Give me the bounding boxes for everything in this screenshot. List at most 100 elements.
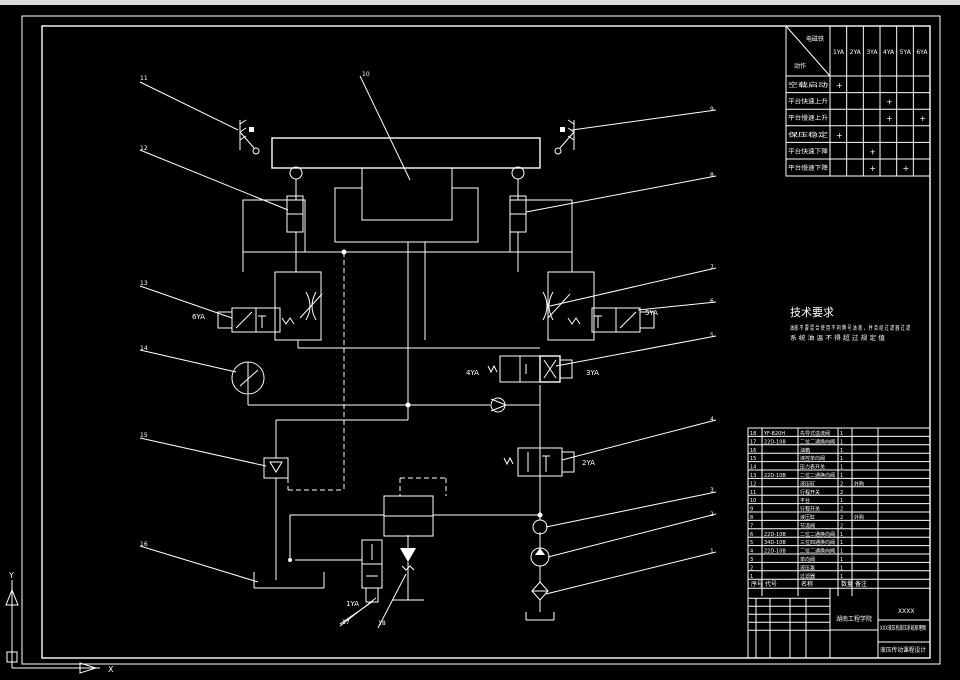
parts-cell-code: 34D-10B [764,540,786,546]
check-valve-3[interactable] [490,397,507,413]
parts-cell-qty: 2 [840,507,843,513]
table-row-action: 空载启动 [788,81,828,89]
throttle-valve-right[interactable] [542,271,595,341]
title-subtitle: 液压传动课程设计 [880,646,926,654]
parts-cell-qty: 2 [840,515,843,521]
pressure-gauge-14[interactable] [231,361,265,395]
table-col-header: 3YA [866,49,878,56]
directional-valve-13[interactable] [217,307,295,333]
parts-cell-no: 17 [750,439,756,445]
parts-cell-no: 18 [750,431,756,437]
parts-cell-no: 9 [750,507,753,513]
directional-valve-5[interactable] [487,355,573,383]
oil-tank[interactable] [253,572,325,589]
directional-valve-17[interactable] [339,539,383,625]
callout-15: 15 [140,432,148,439]
table-mark: + [886,114,893,123]
press-platform[interactable] [271,137,541,169]
table-col-header: 5YA [900,49,912,56]
parts-cell-name: 二位二通换向阀 [800,548,835,555]
technical-requirements: 技术要求 油液 不 要 混 合 使 用 不 同 牌 号 油 液 ， 并 且 经 … [790,306,910,342]
table-mark: + [836,81,843,90]
pump-5-circle[interactable] [532,519,548,535]
parts-cell-name: 二位二通换向阀 [800,438,835,445]
parts-cell-qty: 2 [840,490,843,496]
callout-12: 12 [140,145,148,152]
platform-assembly[interactable] [271,137,541,243]
table-col-header: 4YA [883,49,895,56]
parts-cell-no: 13 [750,473,756,479]
parts-cell-note: 外购 [854,480,864,487]
callout-9: 9 [710,106,714,113]
parts-header-code: 代号 [765,580,777,588]
parts-cell-qty: 1 [840,456,843,462]
parts-cell-no: 7 [750,523,753,529]
parts-cell-no: 2 [750,565,753,571]
tag-1YA: 1YA [346,600,359,608]
parts-cell-name: 二位二通换向阀 [800,531,835,538]
parts-cell-no: 10 [750,498,756,504]
parts-cell-name: 油箱 [800,447,810,454]
parts-cell-no: 4 [750,549,753,555]
table-col-header: 6YA [916,49,928,56]
parts-cell-code: 22D-10B [764,473,786,479]
parts-cell-qty: 1 [840,498,843,504]
parts-cell-name: 液压泵 [800,564,815,571]
solenoid-tags: 1YA 2YA 3YA 4YA 5YA 6YA [192,309,658,608]
table-mark: + [903,164,910,173]
parts-cell-qty: 1 [840,465,843,471]
parts-cell-name: 压力表开关 [800,464,825,471]
table-mark: + [869,164,876,173]
directional-valve-4[interactable] [503,447,575,477]
relief-valve-18[interactable] [383,495,434,601]
tech-req-title: 技术要求 [790,306,834,319]
directional-valve-6[interactable] [567,307,655,333]
parts-cell-name: 行程开关 [800,489,820,496]
parts-cell-no: 16 [750,448,756,454]
parts-cell-qty: 1 [840,473,843,479]
parts-cell-name: 液压缸 [800,514,815,521]
table-corner-top: 电磁铁 [806,35,824,43]
tag-4YA: 4YA [466,369,479,377]
callout-11: 11 [140,75,148,82]
parts-cell-note: 外购 [854,514,864,521]
ram-block[interactable] [361,167,453,221]
pump-assembly[interactable] [525,519,555,621]
parts-cell-no: 14 [750,465,756,471]
parts-cell-qty: 1 [840,557,843,563]
throttle-valve-left[interactable] [274,271,323,341]
table-row-action: 平台快速上升 [788,98,828,106]
title-code: XXXX [898,608,914,615]
svg-text:Y: Y [8,571,14,580]
limit-switch-right[interactable] [554,119,575,155]
table-row-action: 保压稳定 [788,131,828,139]
table-col-header: 1YA [833,49,845,56]
parts-cell-no: 12 [750,481,756,487]
table-row-action: 平台慢速下降 [788,164,828,172]
parts-cell-no: 1 [750,574,753,580]
tag-3YA: 3YA [586,369,599,377]
parts-cell-qty: 1 [840,565,843,571]
solenoid-action-table: 电磁铁 动作 1YA 2YA 3YA 4YA 5YA 6YA 空载启动 + 平台快速上升 + 平台慢… [785,25,931,177]
parts-cell-code: 22D-10B [764,532,786,538]
table-mark: + [869,147,876,156]
callout-14: 14 [140,345,148,352]
table-mark: + [836,131,843,140]
tag-5YA: 5YA [645,309,658,317]
table-corner-bottom: 动作 [794,62,806,70]
hydraulic-lines [242,232,573,612]
parts-cell-code: 22D-10B [764,549,786,555]
tag-2YA: 2YA [582,459,595,467]
parts-cell-name: 节流阀 [800,522,815,529]
table-col-header: 2YA [850,49,862,56]
work-table [334,187,479,243]
hydraulic-cylinder-right[interactable] [509,195,573,253]
limit-switch-left[interactable] [239,119,260,155]
parts-cell-qty: 1 [840,574,843,580]
parts-cell-no: 15 [750,456,756,462]
callout-18: 18 [378,620,386,627]
pilot-check-valve-15[interactable] [263,457,289,479]
parts-cell-qty: 2 [840,523,843,529]
